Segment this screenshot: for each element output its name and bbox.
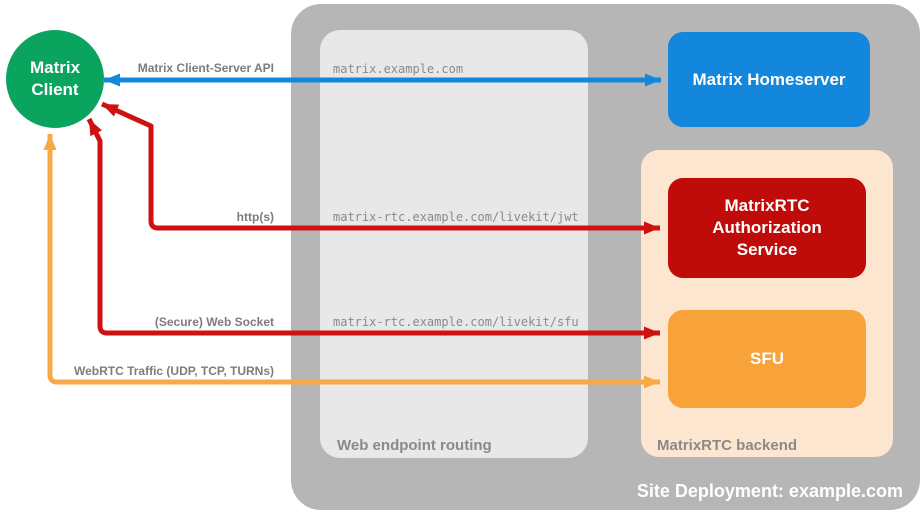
webrtc-traffic-edge-label: WebRTC Traffic (UDP, TCP, TURNs) <box>73 364 274 378</box>
web-endpoint-routing-caption: Web endpoint routing <box>337 437 492 454</box>
sfu-node: SFU <box>668 310 866 408</box>
https-edge-label: http(s) <box>236 210 274 224</box>
websocket-edge-label: (Secure) Web Socket <box>154 315 274 329</box>
endpoint-livekit-sfu-url: matrix-rtc.example.com/livekit/sfu <box>333 315 579 329</box>
endpoint-livekit-jwt-url: matrix-rtc.example.com/livekit/jwt <box>333 210 579 224</box>
endpoint-homeserver-url: matrix.example.com <box>333 62 464 76</box>
matrixrtc-authorization-service-node: MatrixRTC Authorization Service <box>668 178 866 278</box>
site-deployment-caption: Site Deployment: example.com <box>636 481 903 501</box>
matrixrtc-authorization-service-label: MatrixRTC Authorization Service <box>712 196 822 259</box>
sfu-label: SFU <box>750 349 784 368</box>
matrix-homeserver-label: Matrix Homeserver <box>692 69 846 89</box>
matrixrtc-backend-caption: MatrixRTC backend <box>657 437 798 454</box>
web-endpoint-routing-panel <box>320 30 588 458</box>
matrix-client-label-line1: Matrix <box>29 58 81 77</box>
client-server-api-edge-label: Matrix Client-Server API <box>137 61 274 75</box>
matrix-client-label-line2: Client <box>31 80 79 99</box>
matrix-client-node: Matrix Client <box>6 30 104 128</box>
matrix-homeserver-node: Matrix Homeserver <box>668 32 870 127</box>
